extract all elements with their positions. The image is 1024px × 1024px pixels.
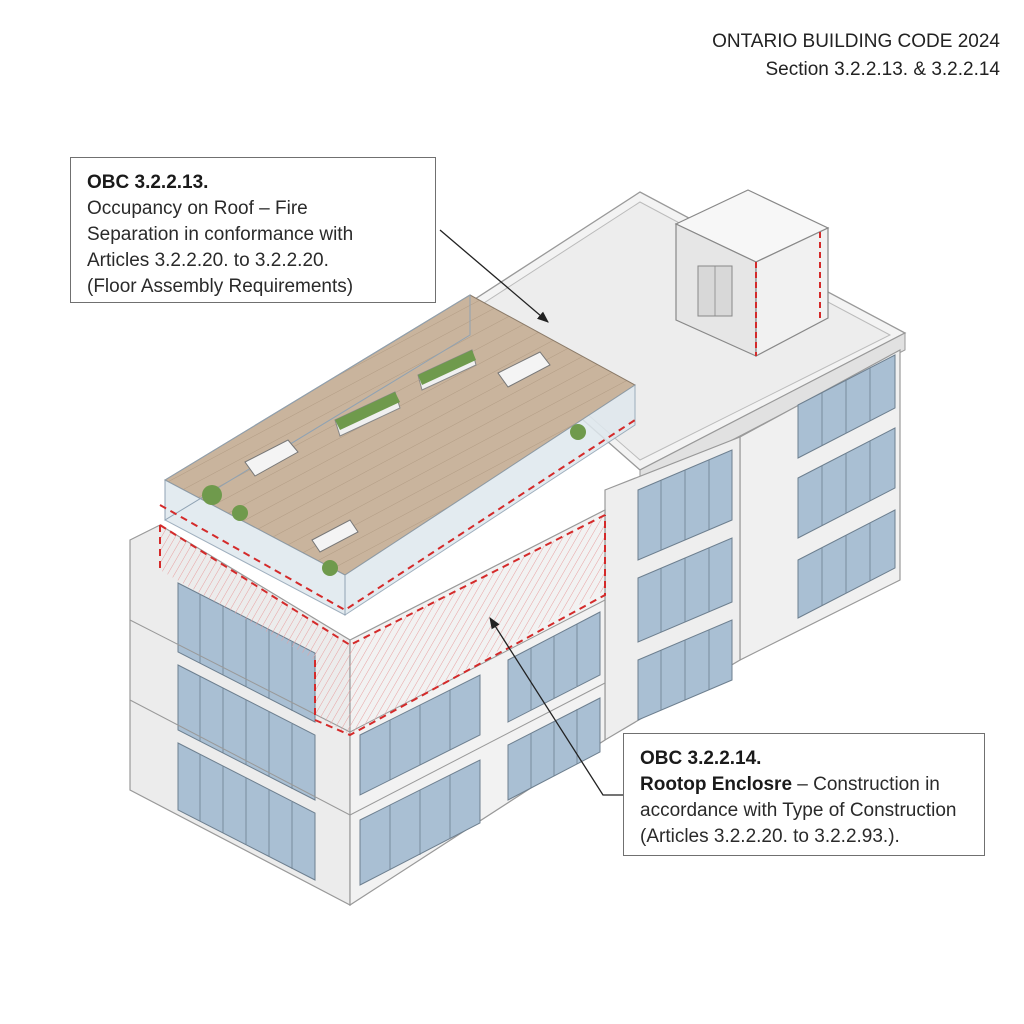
roof-deck [159, 294, 636, 616]
callout-1-line: Occupancy on Roof – Fire [87, 198, 308, 219]
callout-occupancy-on-roof: OBC 3.2.2.13. Occupancy on Roof – Fire S… [70, 157, 436, 303]
callout-2-line: (Articles 3.2.2.20. to 3.2.2.93.). [640, 826, 900, 847]
code-reference-header: ONTARIO BUILDING CODE 2024 Section 3.2.2… [712, 28, 1000, 84]
header-title: ONTARIO BUILDING CODE 2024 [712, 31, 1000, 52]
callout-1-line: Articles 3.2.2.20. to 3.2.2.20. [87, 250, 329, 271]
east-facade [739, 348, 901, 661]
callout-2-line: accordance with Type of Construction [640, 800, 957, 821]
south-facade [604, 436, 741, 742]
callout-1-line: (Floor Assembly Requirements) [87, 276, 354, 297]
rooftop-enclosure-storey [159, 514, 606, 737]
callout-2-leader [489, 617, 623, 796]
header-section: Section 3.2.2.13. & 3.2.2.14 [765, 59, 1000, 80]
callout-2-title: Rootop Enclosre [640, 774, 793, 795]
callout-1-id: OBC 3.2.2.13. [87, 172, 209, 193]
callout-2-title-line: Rootop Enclosre – Construction in [640, 772, 970, 798]
callout-1-line: Separation in conformance with [87, 224, 354, 245]
rooftop-enclosure [674, 189, 830, 357]
callout-2-id: OBC 3.2.2.14. [640, 748, 762, 769]
callout-1-leader [439, 229, 549, 323]
callout-rooftop-enclosure: OBC 3.2.2.14. Rootop Enclosre – Construc… [623, 733, 985, 856]
callout-2-title-rest: – Construction in [792, 774, 940, 795]
